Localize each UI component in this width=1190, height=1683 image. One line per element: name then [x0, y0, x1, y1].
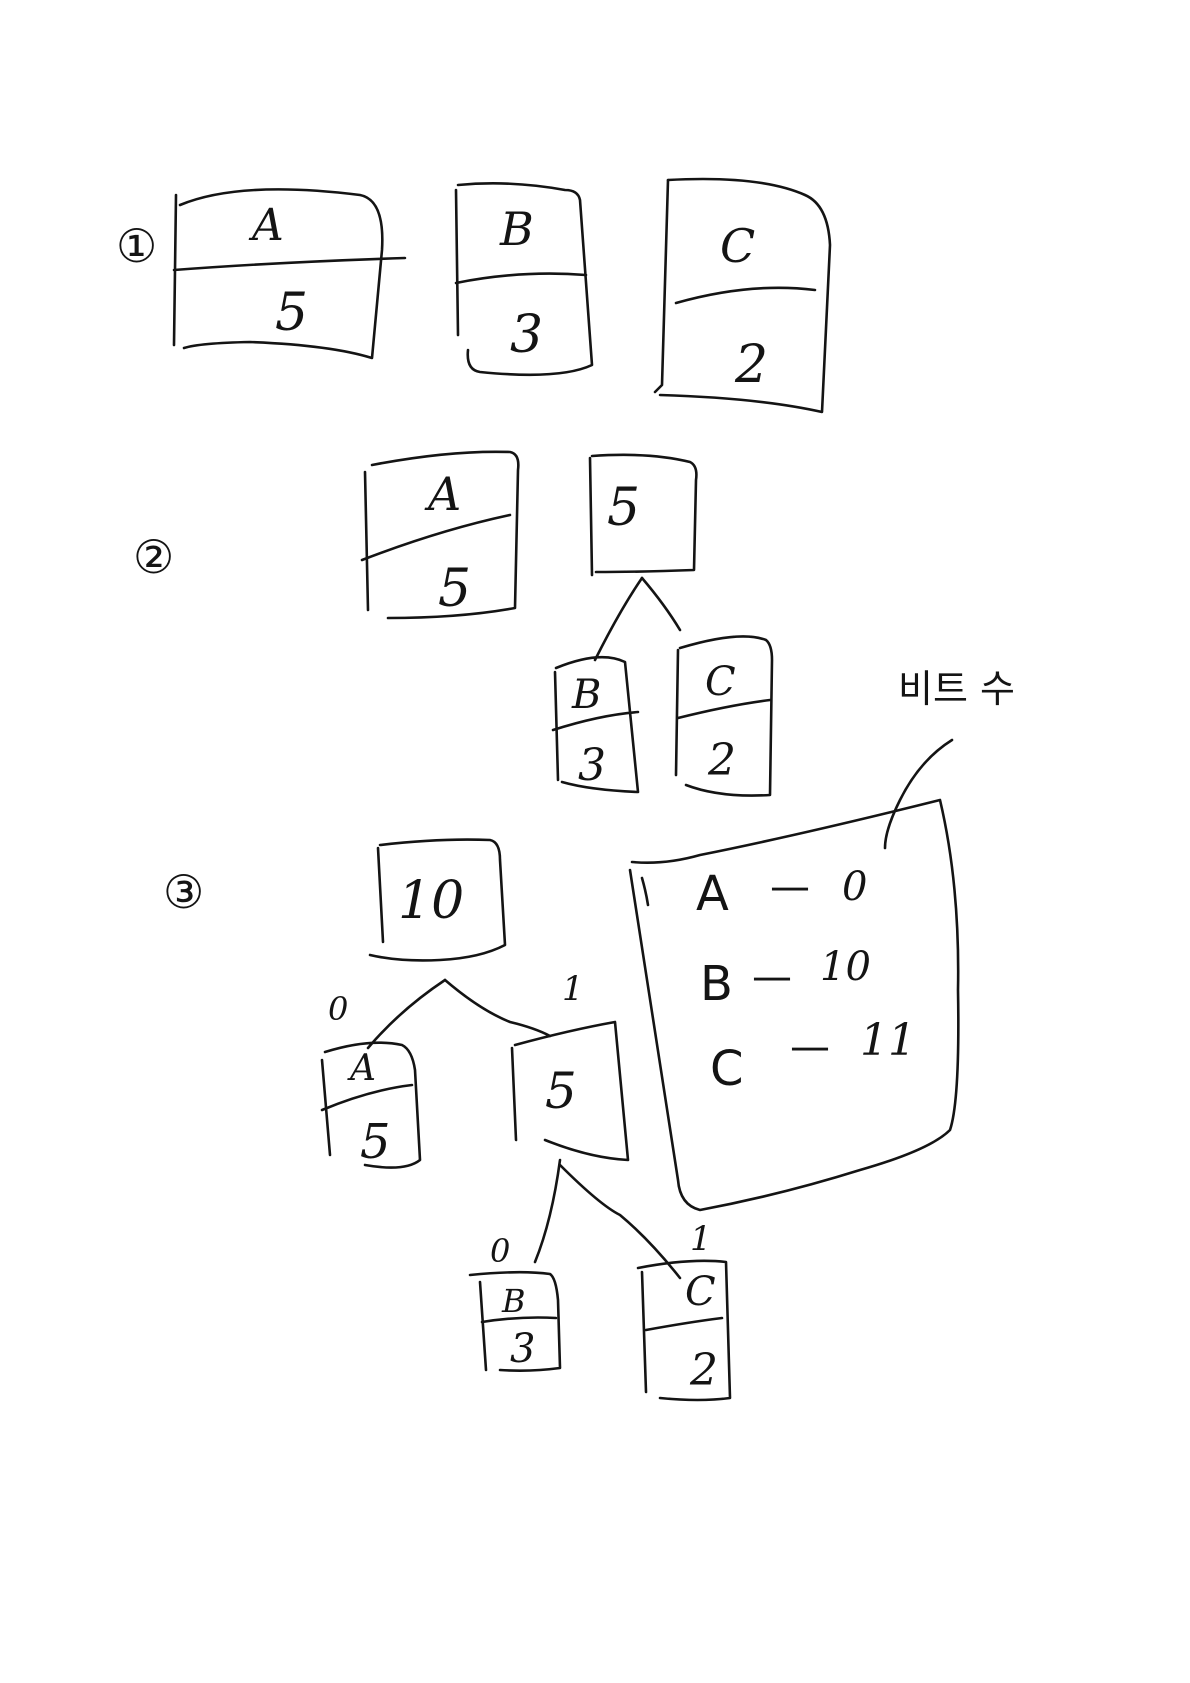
- step2-node-a: A 5: [360, 450, 520, 620]
- step3-root-edge-left: [366, 978, 447, 1050]
- code-row-b-symbol: B: [700, 956, 733, 1012]
- step-2-marker: ②: [133, 530, 174, 584]
- step2-a-count: 5: [438, 559, 471, 619]
- bits-note: 비트 수: [898, 667, 1015, 711]
- step3-internal-edge-right-label: 1: [690, 1219, 712, 1259]
- step2-node-b: B 3: [551, 655, 640, 794]
- step3-root-value: 10: [398, 871, 464, 931]
- step3-a-count: 5: [360, 1114, 391, 1170]
- code-row-b-dash: —: [752, 954, 792, 1000]
- code-row-a-code: 0: [842, 864, 867, 910]
- step3-c-count: 2: [689, 1345, 718, 1396]
- code-row-c-code: 11: [860, 1015, 916, 1066]
- step3-internal-edge-left-label: 0: [490, 1232, 510, 1270]
- code-row-c-dash: —: [790, 1024, 830, 1070]
- step3-a-symbol: A: [347, 1048, 376, 1089]
- step1-c-symbol: C: [720, 219, 755, 273]
- bits-note-arrow: [883, 738, 954, 850]
- step3-b-count: 3: [510, 1326, 535, 1372]
- step2-internal-value: 5: [607, 478, 640, 538]
- step3-b-symbol: B: [501, 1282, 526, 1320]
- step3-node-a: A 5: [320, 1041, 422, 1170]
- step1-node-c: C 2: [653, 177, 832, 414]
- step3-node-b: B 3: [468, 1270, 562, 1372]
- step2-b-count: 3: [578, 740, 606, 791]
- step1-node-b: B 3: [454, 182, 594, 377]
- code-row-b-code: 10: [820, 944, 871, 990]
- step2-node-c: C 2: [674, 635, 774, 797]
- step-3-marker: ③: [163, 865, 204, 919]
- step2-c-count: 2: [707, 735, 736, 786]
- step2-b-symbol: B: [571, 672, 601, 718]
- step2-c-symbol: C: [705, 659, 736, 705]
- step3-root-edge-left-label: 0: [328, 990, 348, 1028]
- step1-b-symbol: B: [499, 202, 534, 256]
- step-1-marker: ①: [116, 219, 157, 273]
- code-row-a-dash: —: [770, 864, 810, 910]
- step1-a-symbol: A: [248, 200, 284, 251]
- step2-edge-right: [640, 576, 682, 632]
- code-row-c-symbol: C: [710, 1041, 744, 1097]
- code-table: A — 0 B — 10 C — 11: [628, 798, 960, 1212]
- step1-node-a: A 5: [172, 188, 407, 360]
- step3-internal-node: 5: [510, 1020, 630, 1162]
- step1-b-count: 3: [510, 305, 543, 365]
- step2-edge-left: [593, 576, 644, 662]
- step3-root-node: 10: [368, 838, 507, 962]
- step3-root-edge-right: [443, 978, 552, 1038]
- code-row-a-symbol: A: [696, 866, 729, 922]
- step2-a-symbol: A: [424, 467, 461, 521]
- step3-internal-value: 5: [545, 1062, 577, 1120]
- step3-c-symbol: C: [685, 1269, 716, 1315]
- step3-root-edge-right-label: 1: [562, 969, 584, 1009]
- step1-c-count: 2: [734, 335, 768, 395]
- step3-node-c: C 2: [636, 1259, 732, 1402]
- step3-internal-edge-left: [533, 1158, 562, 1264]
- step2-internal-node: 5: [588, 453, 698, 577]
- step3-internal-edge-right: [558, 1163, 682, 1280]
- step1-a-count: 5: [275, 283, 308, 343]
